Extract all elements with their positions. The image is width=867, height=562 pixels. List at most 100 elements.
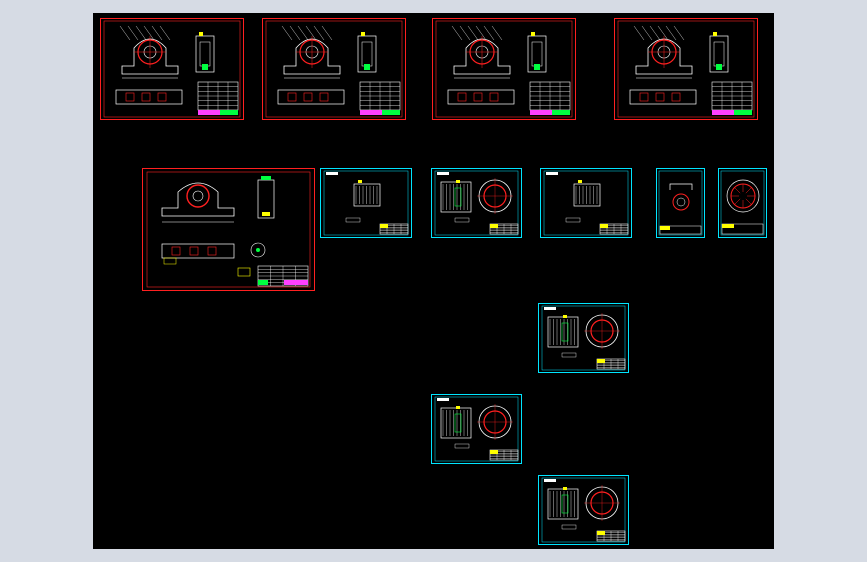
housing-top-view — [277, 89, 345, 105]
sheet-frame — [656, 168, 705, 238]
title-block-label-magenta — [712, 110, 734, 115]
flange-view — [726, 179, 760, 213]
view-label-icon — [454, 217, 470, 223]
part-sheet-flange[interactable] — [718, 168, 767, 238]
bearing-circular-view — [584, 313, 620, 349]
sheet-tag — [544, 479, 556, 482]
bearing-circular-view — [477, 178, 513, 214]
title-block-label-yellow — [490, 224, 498, 228]
title-block-icon — [529, 81, 571, 111]
sheet-tag — [546, 172, 558, 175]
sheet-inner-frame — [435, 20, 573, 118]
sheet-frame — [320, 168, 412, 238]
title-block-label-yellow — [490, 450, 498, 454]
assembly-sheet-3[interactable] — [432, 18, 576, 120]
drawing-sheet-icon — [538, 475, 629, 545]
housing-side-view — [527, 32, 547, 73]
assembly-sheet-1[interactable] — [100, 18, 244, 120]
housing-front-view — [119, 25, 179, 79]
title-block-icon — [489, 449, 519, 461]
title-block-icon — [359, 81, 401, 111]
housing-front-view — [451, 25, 511, 79]
assembly-sheet-4[interactable] — [614, 18, 758, 120]
title-block-label-magenta — [360, 110, 382, 115]
title-block-label-magenta — [530, 110, 552, 115]
sheet-frame — [614, 18, 758, 120]
bearing-section-view — [547, 487, 579, 520]
assembly-sheet-5[interactable] — [142, 168, 315, 291]
sheet-frame — [540, 168, 632, 238]
view-label-icon — [561, 524, 577, 530]
drawing-sheet-icon — [100, 18, 244, 120]
title-block-label-magenta — [198, 110, 220, 115]
title-block-label-green — [258, 280, 268, 285]
sheet-frame — [262, 18, 406, 120]
drawing-sheet-icon — [540, 168, 632, 238]
drawing-sheet-icon — [614, 18, 758, 120]
sheet-tag — [544, 307, 556, 310]
title-block-label-green — [220, 110, 238, 115]
part-sheet-bearing-1[interactable] — [431, 168, 522, 238]
sheet-inner-frame — [323, 170, 409, 236]
housing-top-view — [161, 243, 235, 265]
sheet-inner-frame — [541, 305, 626, 371]
sheet-frame — [431, 394, 522, 464]
drawing-sheet-icon — [432, 18, 576, 120]
title-block-icon — [379, 223, 409, 235]
sheet-frame — [431, 168, 522, 238]
sheet-inner-frame — [543, 170, 629, 236]
bearing-section-view — [440, 406, 472, 439]
drawing-sheet-icon — [142, 168, 315, 291]
title-block-label-green — [382, 110, 400, 115]
bearing-section-view — [440, 180, 472, 213]
housing-front-view — [161, 182, 235, 223]
drawing-canvas[interactable] — [93, 13, 774, 549]
sheet-inner-frame — [265, 20, 403, 118]
sheet-frame — [100, 18, 244, 120]
drawing-sheet-icon — [718, 168, 767, 238]
part-sheet-sleeve-2[interactable] — [540, 168, 632, 238]
drawing-sheet-icon — [656, 168, 705, 238]
part-sheet-bearing-3[interactable] — [431, 394, 522, 464]
title-block-label-yellow — [600, 224, 608, 228]
ring-view — [669, 183, 693, 211]
title-block-icon — [197, 81, 239, 111]
view-label-icon — [454, 443, 470, 449]
sheet-inner-frame — [434, 396, 519, 462]
sheet-inner-frame — [103, 20, 241, 118]
housing-front-view — [633, 25, 693, 79]
view-label-icon — [345, 217, 361, 223]
sheet-inner-frame — [658, 170, 703, 236]
housing-side-view — [195, 32, 215, 73]
sheet-inner-frame — [434, 170, 519, 236]
title-block-label-yellow — [597, 359, 605, 363]
housing-side-view — [357, 32, 377, 73]
sheet-frame — [142, 168, 315, 291]
sheet-frame — [538, 475, 629, 545]
housing-top-view — [115, 89, 183, 105]
bearing-section-view — [547, 315, 579, 348]
title-block-icon — [599, 223, 629, 235]
title-block-label-green — [552, 110, 570, 115]
sleeve-section-view — [573, 180, 601, 207]
drawing-sheet-icon — [320, 168, 412, 238]
part-sheet-bearing-4[interactable] — [538, 475, 629, 545]
assembly-sheet-2[interactable] — [262, 18, 406, 120]
part-sheet-ring-small[interactable] — [656, 168, 705, 238]
title-block-icon — [721, 223, 764, 235]
part-sheet-bearing-2[interactable] — [538, 303, 629, 373]
sheet-tag — [326, 172, 338, 175]
housing-side-view — [257, 176, 275, 219]
sheet-frame — [538, 303, 629, 373]
title-block-icon — [711, 81, 753, 111]
title-block-label-yellow — [597, 531, 605, 535]
drawing-sheet-icon — [538, 303, 629, 373]
sheet-inner-frame — [720, 170, 765, 236]
title-block-label-yellow — [660, 226, 670, 230]
sleeve-section-view — [353, 180, 381, 207]
housing-top-view — [447, 89, 515, 105]
view-label-icon — [561, 352, 577, 358]
bearing-circular-view — [584, 485, 620, 521]
part-sheet-sleeve-1[interactable] — [320, 168, 412, 238]
sheet-inner-frame — [617, 20, 755, 118]
